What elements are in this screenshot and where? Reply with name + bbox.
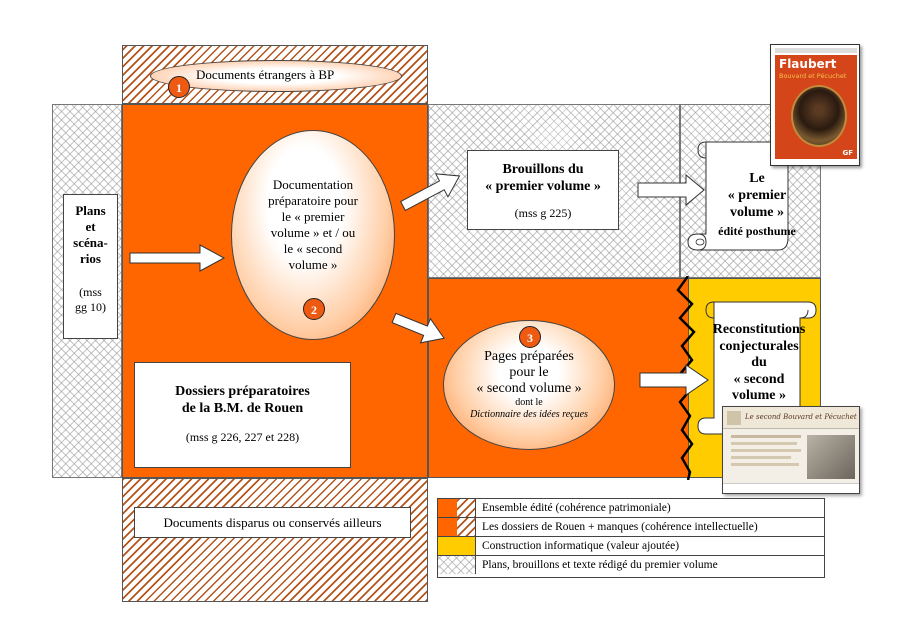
book-publisher: GF (842, 149, 853, 157)
pages-preparees-dict: Dictionnaire des idées reçues (470, 409, 588, 420)
website-title: Le second Bouvard et Pécuchet (745, 413, 857, 421)
dossiers-title-line: Dossiers préparatoires (175, 384, 310, 399)
documents-etrangers-label: Documents étrangers à BP (196, 67, 335, 82)
pages-preparees-dont: dont le (515, 397, 543, 408)
premier-volume-line: volume » (729, 205, 785, 220)
book-illustration (791, 85, 847, 147)
reconstitutions-line: conjecturales (719, 338, 799, 354)
documentation-line: volume » et / ou (270, 225, 356, 240)
documentation-line: le « second (283, 241, 343, 256)
brouillons-ref: (mss g 225) (514, 206, 572, 220)
legend-item: Ensemble édité (cohérence patrimoniale) (438, 499, 824, 518)
legend-label: Construction informatique (valeur ajouté… (482, 540, 680, 552)
premier-volume-sub: édité posthume (718, 224, 796, 238)
number-badge-1: 1 (168, 76, 190, 98)
documentation-line: volume » (288, 257, 338, 272)
plans-title-line: et (85, 219, 96, 234)
documents-etrangers-oval (150, 60, 402, 92)
arrow-documentation-to-brouillons (399, 173, 461, 212)
premier-volume-scroll (687, 141, 805, 251)
legend: Ensemble édité (cohérence patrimoniale) … (437, 498, 825, 578)
dossiers-box: Dossiers préparatoires de la B.M. de Rou… (134, 362, 351, 468)
plans-ref-line: gg 10) (75, 300, 106, 314)
number-badge-2: 2 (303, 298, 325, 320)
plans-title-line: rios (80, 251, 101, 266)
book-title: Bouvard et Pécuchet (779, 72, 847, 80)
plans-box: Plans et scéna- rios (mss gg 10) (63, 194, 118, 339)
legend-label: Plans, brouillons et texte rédigé du pre… (482, 559, 718, 571)
dossiers-title-line: de la B.M. de Rouen (181, 401, 304, 416)
plans-ref-line: (mss (79, 285, 102, 299)
legend-item: Construction informatique (valeur ajouté… (438, 537, 824, 556)
book-cover-image: Flaubert Bouvard et Pécuchet GF (770, 44, 860, 166)
dossiers-ref: (mss g 226, 227 et 228) (185, 430, 300, 444)
legend-label: Les dossiers de Rouen + manques (cohéren… (482, 521, 758, 533)
arrow-brouillons-to-premier (637, 173, 705, 207)
brouillons-region (428, 104, 680, 278)
legend-swatch-plans (438, 556, 476, 574)
legend-swatch-rouen (438, 518, 476, 536)
reconstitutions-line: Reconstitutions (712, 322, 806, 337)
legend-swatch-edited (438, 499, 476, 517)
documentation-line: préparatoire pour (268, 193, 358, 208)
brouillons-box: Brouillons du « premier volume » (mss g … (467, 150, 619, 230)
reconstitutions-line: du (751, 355, 767, 370)
website-thumbnail-image: Le second Bouvard et Pécuchet (722, 406, 860, 494)
book-series: Flaubert (779, 57, 837, 71)
reconstitutions-line: volume » (731, 388, 787, 403)
arrow-pages-to-reconstitutions (639, 364, 709, 396)
plans-title-line: scéna- (73, 235, 108, 250)
legend-item: Les dossiers de Rouen + manques (cohéren… (438, 518, 824, 537)
brouillons-title-line: Brouillons du (502, 162, 584, 177)
disparus-box: Documents disparus ou conservés ailleurs (134, 507, 411, 538)
arrow-documentation-to-pages (391, 312, 445, 344)
legend-swatch-computing (438, 537, 476, 555)
bottom-hatched-region (122, 478, 428, 602)
pages-preparees-line: « second volume » (476, 381, 582, 396)
pages-preparees-line: Pages préparées (484, 349, 574, 364)
legend-item: Plans, brouillons et texte rédigé du pre… (438, 556, 824, 575)
documentation-line: le « premier (281, 209, 345, 224)
legend-label: Ensemble édité (cohérence patrimoniale) (482, 502, 671, 514)
documentation-line: Documentation (272, 177, 354, 192)
brouillons-title-line: « premier volume » (485, 179, 601, 194)
disparus-label: Documents disparus ou conservés ailleurs (163, 515, 382, 530)
pages-preparees-line: pour le (509, 365, 549, 380)
plans-title-line: Plans (75, 203, 106, 218)
premier-volume-line: Le (749, 171, 765, 186)
number-badge-3: 3 (519, 326, 541, 348)
reconstitutions-line: « second (733, 371, 785, 387)
premier-volume-line: « premier (727, 188, 787, 203)
arrow-plans-to-documentation (129, 244, 226, 272)
